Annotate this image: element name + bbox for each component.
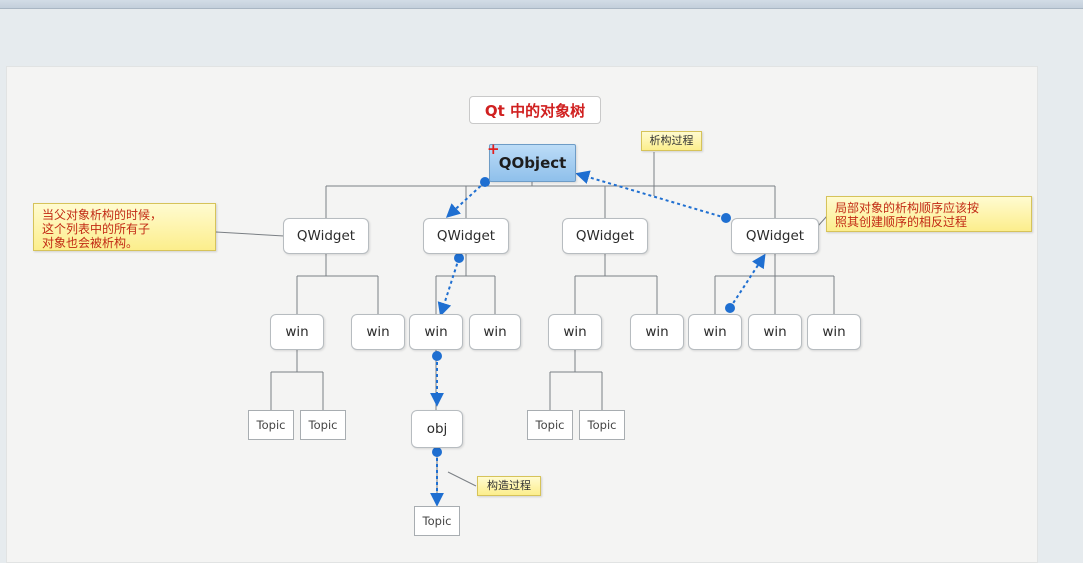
- obj-node[interactable]: obj: [411, 410, 463, 448]
- win-node[interactable]: win: [688, 314, 742, 350]
- topic-node[interactable]: Topic: [300, 410, 346, 440]
- topic-node[interactable]: Topic: [414, 506, 460, 536]
- qobject-label: QObject: [498, 154, 567, 172]
- qwidget-node[interactable]: QWidget: [562, 218, 648, 254]
- topic-node[interactable]: Topic: [579, 410, 625, 440]
- callout-parent-destroy: 当父对象析构的时候， 这个列表中的所有子 对象也会被析构。: [33, 203, 216, 251]
- callout-construct-process: 构造过程: [477, 476, 541, 496]
- win-node[interactable]: win: [351, 314, 405, 350]
- plus-icon: +: [487, 140, 500, 158]
- callout-local-destroy: 局部对象的析构顺序应该按 照其创建顺序的相反过程: [826, 196, 1032, 232]
- callout-destruct-process: 析构过程: [641, 131, 702, 151]
- process-arrows: [430, 170, 766, 507]
- win-node[interactable]: win: [270, 314, 324, 350]
- win-node[interactable]: win: [409, 314, 463, 350]
- qobject-node[interactable]: QObject: [489, 144, 576, 182]
- qwidget-node[interactable]: QWidget: [731, 218, 819, 254]
- window-title-bar: [0, 0, 1083, 9]
- qwidget-node[interactable]: QWidget: [423, 218, 509, 254]
- diagram-title: Qt 中的对象树: [469, 96, 601, 124]
- win-node[interactable]: win: [748, 314, 802, 350]
- tree-connectors: [215, 152, 835, 506]
- win-node[interactable]: win: [630, 314, 684, 350]
- topic-node[interactable]: Topic: [248, 410, 294, 440]
- arrow-origin-dots: [432, 177, 735, 457]
- win-node[interactable]: win: [548, 314, 602, 350]
- qwidget-node[interactable]: QWidget: [283, 218, 369, 254]
- topic-node[interactable]: Topic: [527, 410, 573, 440]
- win-node[interactable]: win: [807, 314, 861, 350]
- win-node[interactable]: win: [469, 314, 521, 350]
